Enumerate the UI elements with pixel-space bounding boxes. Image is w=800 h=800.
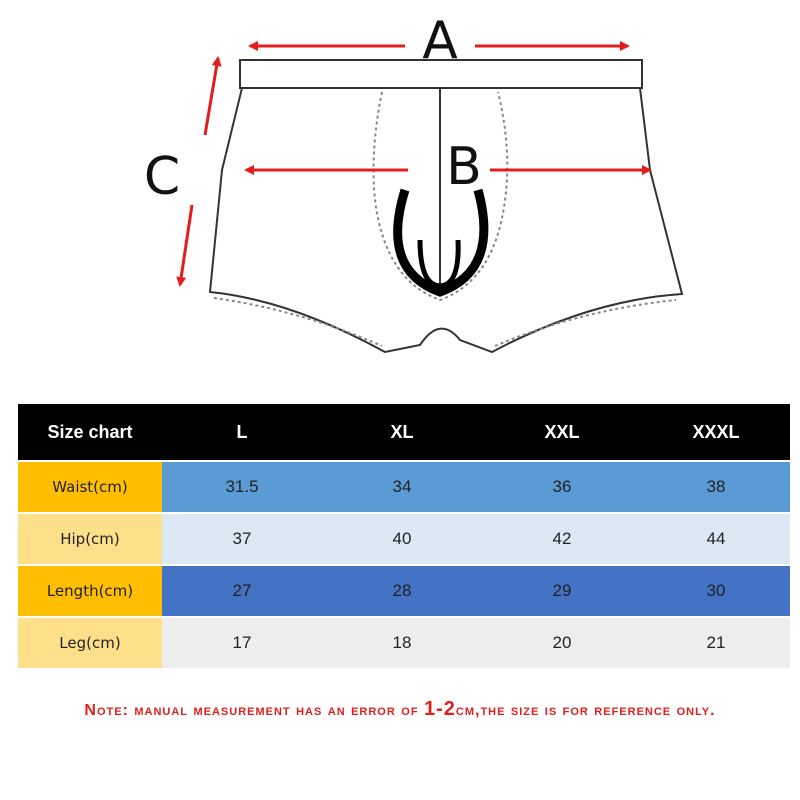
length-arrow-down bbox=[176, 204, 194, 287]
header-xl: XL bbox=[322, 404, 482, 461]
pouch-detail bbox=[393, 188, 489, 297]
note-suffix: cm,the size is for reference only. bbox=[455, 702, 716, 719]
pouch-outline bbox=[372, 91, 509, 302]
table-cell: 31.5 bbox=[162, 460, 322, 513]
waistband bbox=[239, 59, 643, 89]
table-cell: 21 bbox=[642, 616, 790, 668]
table-cell: 30 bbox=[642, 564, 790, 617]
measurement-diagram: A B C bbox=[144, 11, 684, 354]
table-cell: 18 bbox=[322, 616, 482, 668]
header-size-chart: Size chart bbox=[18, 404, 162, 461]
length-arrow-up bbox=[203, 56, 222, 136]
table-cell: 37 bbox=[162, 512, 322, 565]
table-cell: 27 bbox=[162, 564, 322, 617]
length-arrows bbox=[176, 56, 222, 287]
note-prefix: Note: bbox=[84, 702, 129, 719]
pouch-curve-inner bbox=[417, 239, 461, 289]
header-l: L bbox=[162, 404, 322, 461]
boxer-body bbox=[208, 87, 684, 354]
table-cell: 42 bbox=[482, 512, 642, 565]
table-cell: 29 bbox=[482, 564, 642, 617]
row-label: Hip(cm) bbox=[18, 512, 162, 565]
label-c: C bbox=[144, 147, 180, 207]
header-xxxl: XXXL bbox=[642, 404, 790, 461]
table-cell: 20 bbox=[482, 616, 642, 668]
table-cell: 36 bbox=[482, 460, 642, 513]
table-cell: 38 bbox=[642, 460, 790, 513]
right-leg-stitch bbox=[494, 299, 677, 347]
label-b: B bbox=[446, 137, 482, 197]
row-label: Waist(cm) bbox=[18, 460, 162, 513]
table-header-row: Size chart L XL XXL XXXL bbox=[18, 404, 790, 461]
label-a: A bbox=[422, 11, 458, 71]
pouch-curve-outer bbox=[393, 188, 489, 297]
table-cell: 17 bbox=[162, 616, 322, 668]
row-label: Leg(cm) bbox=[18, 616, 162, 668]
boxer-shorts-outline bbox=[208, 59, 684, 354]
table-cell: 28 bbox=[322, 564, 482, 617]
left-leg-stitch bbox=[213, 297, 383, 347]
table-cell: 34 bbox=[322, 460, 482, 513]
note-highlight: 1-2 bbox=[423, 698, 456, 720]
note-text: manual measurement has an error of bbox=[128, 702, 424, 719]
table-cell: 44 bbox=[642, 512, 790, 565]
table-cell: 40 bbox=[322, 512, 482, 565]
measurement-note: Note: manual measurement has an error of… bbox=[18, 698, 782, 721]
header-xxl: XXL bbox=[482, 404, 642, 461]
row-label: Length(cm) bbox=[18, 564, 162, 617]
